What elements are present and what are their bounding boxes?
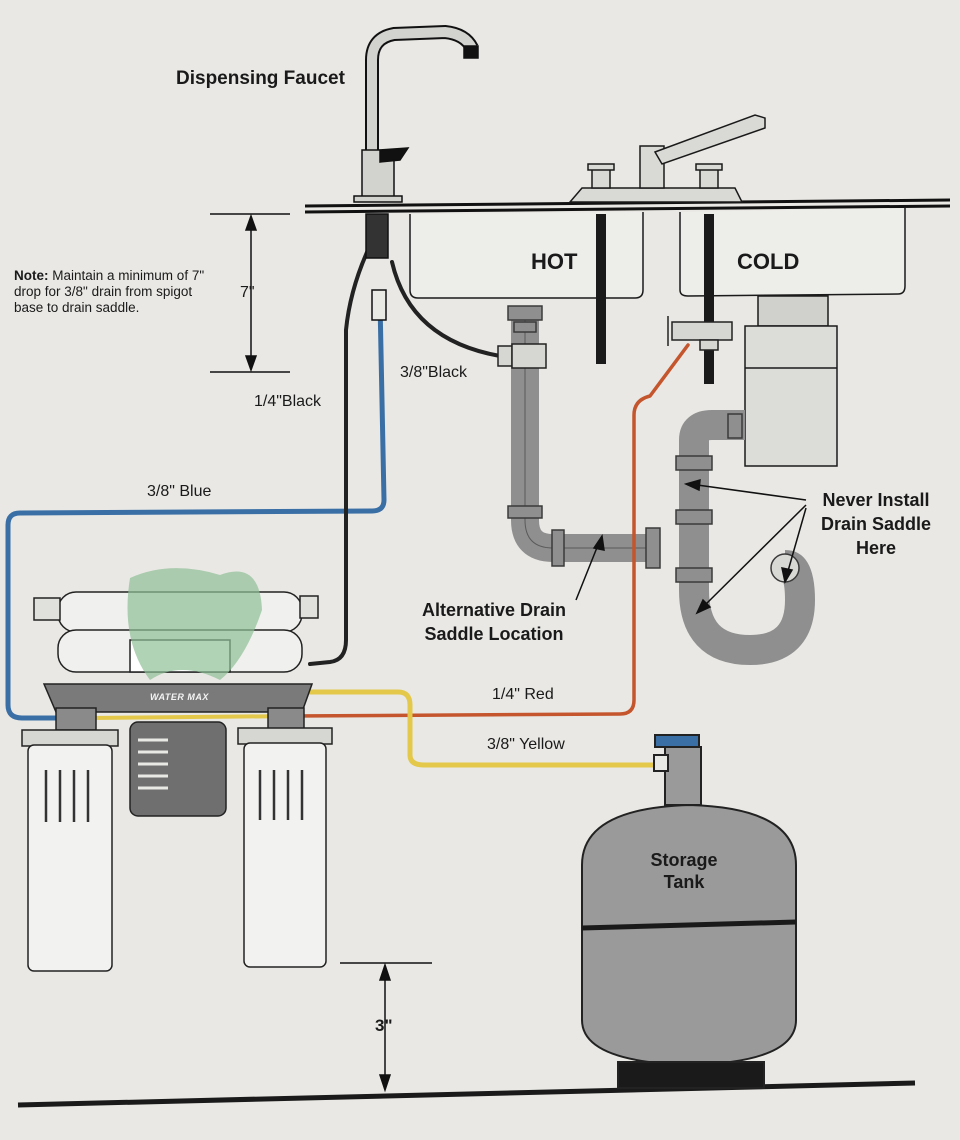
never-install-label: Never Install Drain Saddle Here — [806, 488, 946, 560]
hot-label: HOT — [531, 249, 578, 274]
black-38-tube — [390, 260, 502, 358]
black-14-tube — [308, 248, 370, 666]
never-install-line3: Here — [855, 538, 897, 558]
floor-line — [17, 1080, 916, 1108]
feed-valve — [667, 316, 733, 351]
yellow-38-label: 3/8" Yellow — [487, 736, 565, 753]
cold-label: COLD — [737, 249, 800, 274]
prefilter-housings — [21, 727, 333, 972]
storage-tank-label: Storage Tank — [634, 849, 734, 893]
storage-tank — [581, 734, 797, 1089]
brand-logo-text: WATER MAX — [150, 692, 209, 702]
storage-tank-line2: Tank — [663, 872, 705, 892]
note-heading: Note: — [14, 268, 49, 283]
yellow-tube — [297, 689, 663, 768]
tubing — [5, 248, 690, 768]
alternative-drain-line2: Saddle Location — [424, 624, 564, 644]
never-install-line1: Never Install — [822, 490, 930, 510]
drain-saddle — [497, 343, 547, 369]
dimension-7in-label: 7" — [240, 284, 255, 301]
sink-faucet — [568, 114, 766, 203]
ro-unit — [33, 568, 319, 731]
supply-stems — [596, 214, 714, 384]
alternative-drain-line1: Alternative Drain — [421, 600, 567, 620]
alternative-drain-label: Alternative Drain Saddle Location — [404, 598, 584, 646]
note-text: Note: Maintain a minimum of 7" drop for … — [14, 268, 219, 316]
blue-38-label: 3/8" Blue — [147, 483, 212, 500]
leader-arrows — [575, 478, 807, 615]
never-install-line2: Drain Saddle — [820, 514, 932, 534]
storage-tank-line1: Storage — [650, 850, 718, 870]
black-38-label: 3/8"Black — [400, 364, 468, 381]
blue-tube — [5, 299, 387, 721]
dispensing-faucet — [353, 24, 479, 321]
dispensing-faucet-label: Dispensing Faucet — [176, 68, 345, 89]
booster-pump — [129, 721, 227, 817]
dimension-7in — [210, 213, 290, 373]
note-body: Maintain a minimum of 7" drop for 3/8" d… — [14, 268, 205, 315]
dimension-3in — [340, 962, 432, 1093]
red-tube — [288, 343, 690, 718]
black-14-label: 1/4"Black — [254, 393, 322, 410]
garbage-disposal — [744, 295, 838, 467]
red-14-label: 1/4" Red — [492, 686, 554, 703]
sink-basins — [409, 208, 906, 299]
dimension-3in-label: 3" — [375, 1016, 393, 1035]
countertop — [304, 198, 951, 214]
